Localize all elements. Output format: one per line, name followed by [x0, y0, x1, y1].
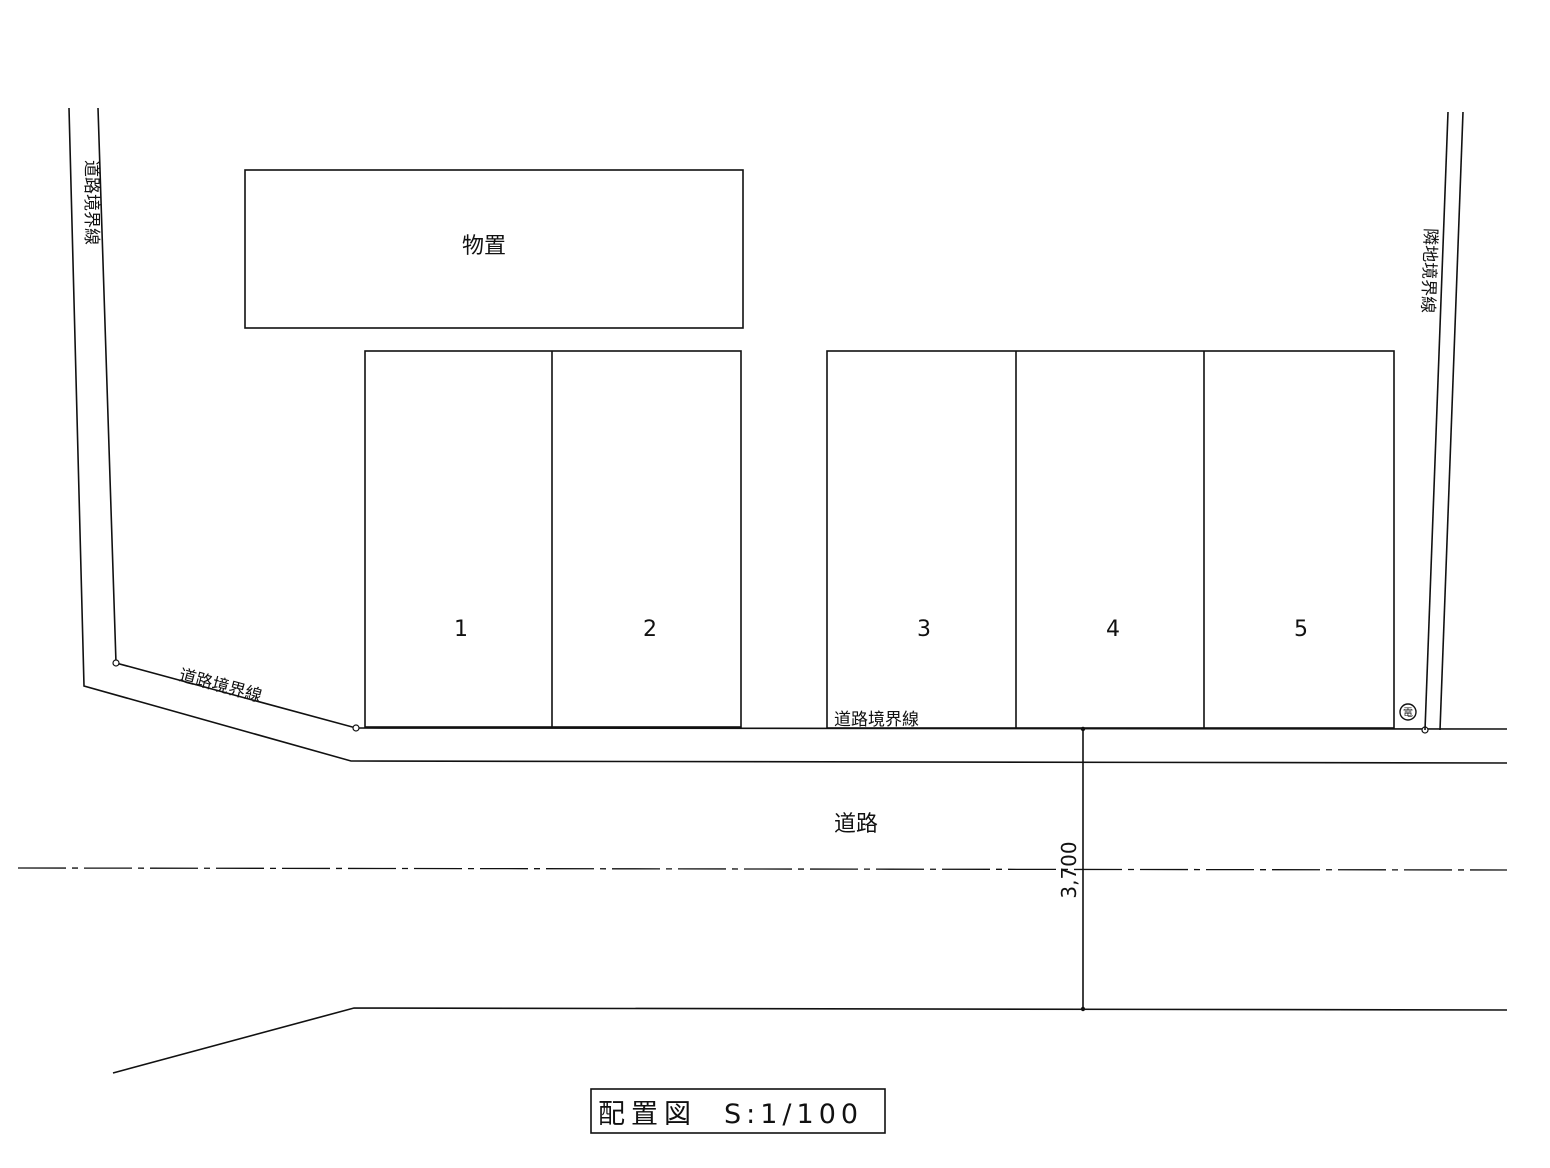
road-centerline	[17, 867, 1508, 871]
parking-space-4: 4	[1106, 617, 1120, 642]
utility-pole-icon: 電	[1399, 703, 1417, 721]
drawing-title: 配置図	[598, 1099, 697, 1130]
neighbor-boundary-label: 隣地境界線	[1417, 228, 1440, 314]
road-boundary-label-slanted: 道路境界線	[177, 666, 264, 707]
left-road-edge-outer	[68, 107, 1508, 764]
neighbor-boundary-line	[1424, 111, 1449, 731]
title-block	[590, 1088, 886, 1134]
storage-shed	[244, 169, 744, 329]
parking-block-a	[364, 350, 742, 728]
drawing-scale: S:1/100	[724, 1099, 863, 1130]
road-far-edge	[112, 1007, 1508, 1074]
parking-space-2: 2	[643, 617, 657, 642]
parking-space-1: 1	[454, 617, 468, 642]
storage-label: 物置	[462, 234, 506, 259]
svg-text:電: 電	[1403, 707, 1413, 719]
parking-block-b	[826, 350, 1395, 729]
parking-space-5: 5	[1294, 617, 1308, 642]
boundary-marker	[352, 724, 360, 732]
neighbor-boundary-line-outer	[1439, 111, 1464, 731]
road-boundary-label-front: 道路境界線	[834, 710, 919, 730]
boundary-marker	[112, 659, 120, 667]
road-label: 道路	[834, 812, 878, 837]
road-width-dimension: 3,700	[1057, 841, 1081, 898]
parking-space-3: 3	[917, 617, 931, 642]
road-boundary-label-left: 道路境界線	[81, 160, 101, 245]
